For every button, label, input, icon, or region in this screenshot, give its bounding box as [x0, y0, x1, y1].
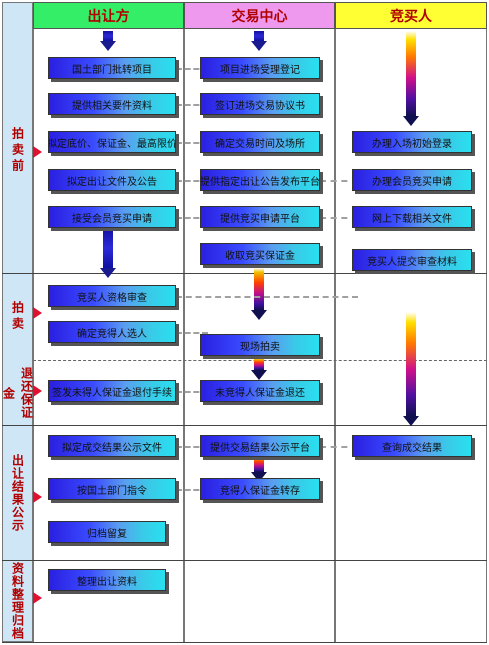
step-box: 网上下载相关文件 — [352, 206, 472, 228]
phase-marker-icon — [33, 491, 42, 503]
step-box: 办理入场初始登录 — [352, 131, 472, 153]
flow-bar — [254, 31, 264, 41]
step-box: 签发未得人保证金退付手续 — [48, 380, 176, 402]
step-box: 竞买人提交审查材料 — [352, 249, 472, 271]
flow-arrow-icon — [251, 370, 267, 380]
phase-label-publicity: 出让结果公示 — [10, 453, 25, 532]
flow-bar — [254, 358, 264, 370]
connector — [176, 180, 208, 182]
flow-arrow-icon — [251, 310, 267, 320]
step-box: 接受会员竞买申请 — [48, 206, 176, 228]
connector — [176, 217, 208, 219]
flow-bar — [406, 31, 416, 116]
connector — [176, 104, 208, 106]
step-box: 确定交易时间及场所 — [200, 131, 320, 153]
connector — [176, 142, 208, 144]
flow-arrow-icon — [403, 416, 419, 426]
connector — [176, 296, 358, 298]
connector — [176, 489, 208, 491]
step-box: 拟定出让文件及公告 — [48, 169, 176, 191]
flow-arrow-icon — [251, 41, 267, 51]
row-separator — [2, 560, 487, 561]
flow-bar — [103, 228, 113, 268]
step-box: 归档留复 — [48, 521, 166, 543]
header-buyer: 竞买人 — [335, 2, 487, 29]
step-box: 查询成交结果 — [352, 435, 472, 457]
row-separator — [2, 425, 487, 426]
phase-marker-icon — [33, 592, 42, 604]
phase-label-archive: 资料整理归档 — [10, 562, 25, 640]
step-box: 国土部门批转项目 — [48, 57, 176, 79]
step-box: 竞买人资格审查 — [48, 285, 176, 307]
phase-marker-icon — [33, 146, 42, 158]
flow-bar — [254, 456, 264, 472]
connector — [176, 391, 208, 393]
phase-label-before: 拍卖前 — [10, 127, 25, 175]
flow-arrow-icon — [100, 268, 116, 278]
step-box: 收取竞买保证金 — [200, 243, 320, 265]
step-box: 提供指定出让公告发布平台 — [200, 169, 320, 191]
step-box: 项目进场受理登记 — [200, 57, 320, 79]
flow-bar — [254, 268, 264, 310]
step-box: 按国土部门指令 — [48, 478, 176, 500]
connector — [176, 68, 208, 70]
row-separator — [2, 642, 487, 643]
step-box: 未竞得人保证金退还 — [200, 380, 320, 402]
step-box: 提供交易结果公示平台 — [200, 435, 320, 457]
connector — [320, 180, 358, 182]
step-box: 提供竞买申请平台 — [200, 206, 320, 228]
phase-column — [2, 2, 33, 642]
connector — [176, 332, 208, 334]
flow-bar — [406, 312, 416, 416]
step-box: 提供相关要件资料 — [48, 93, 176, 115]
step-box: 现场拍卖 — [200, 334, 320, 356]
header-seller: 出让方 — [33, 2, 184, 29]
connector — [320, 446, 358, 448]
step-box: 竞得人保证金转存 — [200, 478, 320, 500]
connector — [320, 217, 358, 219]
step-box: 拟定成交结果公示文件 — [48, 435, 176, 457]
step-box: 办理会员竞买申请 — [352, 169, 472, 191]
flow-arrow-icon — [100, 41, 116, 51]
connector — [176, 446, 208, 448]
phase-label-refund: 退还保证金 — [1, 367, 34, 419]
step-box: 拟定底价、保证金、最高限价 — [48, 131, 176, 153]
step-box: 确定竞得人选人 — [48, 321, 176, 343]
header-center: 交易中心 — [184, 2, 335, 29]
row-separator — [2, 273, 487, 274]
flow-arrow-icon — [251, 472, 267, 482]
flow-arrow-icon — [403, 116, 419, 126]
phase-marker-icon — [33, 307, 42, 319]
phase-label-auction: 拍卖 — [10, 301, 25, 333]
flow-bar — [103, 31, 113, 41]
step-box: 整理出让资料 — [48, 569, 166, 591]
step-box: 签订进场交易协议书 — [200, 93, 320, 115]
phase-marker-icon — [33, 385, 42, 397]
